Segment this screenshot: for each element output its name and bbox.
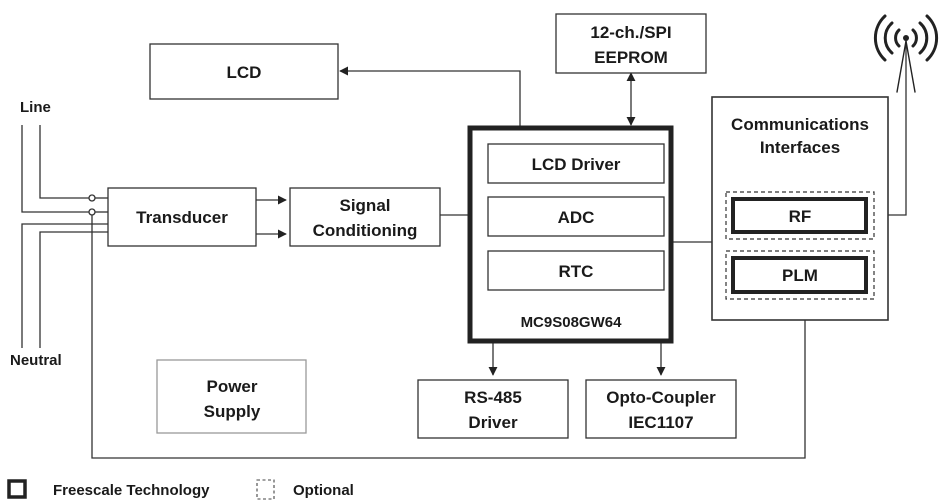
adc-label: ADC <box>558 208 595 227</box>
plm-block <box>731 256 868 294</box>
neutral-label: Neutral <box>10 352 62 369</box>
legend: Freescale Technology Optional <box>7 479 354 500</box>
comm-label-line2: Interfaces <box>760 138 840 157</box>
rf-block <box>731 197 868 234</box>
opto-label-line2: IEC1107 <box>628 413 693 432</box>
rtc-block <box>487 250 665 291</box>
plm-optional-outline <box>725 250 875 300</box>
transducer-block: Transducer <box>107 187 257 247</box>
signal-conditioning-block: Signal Conditioning <box>289 187 441 247</box>
rf-optional-outline <box>725 191 875 240</box>
lcd-block: LCD <box>149 43 339 100</box>
signal-label-line2: Conditioning <box>313 221 418 240</box>
opto-label-line1: Opto-Coupler <box>606 388 716 407</box>
connections <box>21 40 907 459</box>
legend-freescale-label: Freescale Technology <box>53 482 210 499</box>
opto-coupler-block: Opto-Coupler IEC1107 <box>585 379 737 439</box>
rf-label: RF <box>789 207 812 226</box>
rs485-label-line2: Driver <box>468 413 518 432</box>
comm-label-line1: Communications <box>731 115 869 134</box>
lcd-driver-label: LCD Driver <box>532 155 621 174</box>
eeprom-label-line1: 12-ch./SPI <box>590 23 671 42</box>
power-label-line2: Supply <box>204 402 261 421</box>
transducer-label: Transducer <box>136 208 228 227</box>
adc-block <box>487 196 665 237</box>
power-supply-block: Power Supply <box>156 359 307 434</box>
legend-optional-swatch <box>256 479 275 500</box>
mcu-label: MC9S08GW64 <box>521 314 623 331</box>
comm-interfaces-block: Communications Interfaces RF PLM <box>711 96 889 321</box>
antenna-icon <box>873 14 939 93</box>
legend-optional-label: Optional <box>293 482 354 499</box>
lcd-driver-block <box>487 143 665 184</box>
plm-label: PLM <box>782 266 818 285</box>
rs485-block: RS-485 Driver <box>417 379 569 439</box>
legend-freescale-swatch <box>7 479 27 499</box>
lcd-label: LCD <box>227 63 262 82</box>
power-label-line1: Power <box>206 377 257 396</box>
mcu-block: LCD Driver ADC RTC MC9S08GW64 <box>467 125 674 344</box>
rtc-label: RTC <box>559 262 594 281</box>
line-label: Line <box>20 99 51 116</box>
eeprom-label-line2: EEPROM <box>594 48 668 67</box>
eeprom-block: 12-ch./SPI EEPROM <box>555 13 707 74</box>
signal-label-line1: Signal <box>339 196 390 215</box>
rs485-label-line1: RS-485 <box>464 388 522 407</box>
